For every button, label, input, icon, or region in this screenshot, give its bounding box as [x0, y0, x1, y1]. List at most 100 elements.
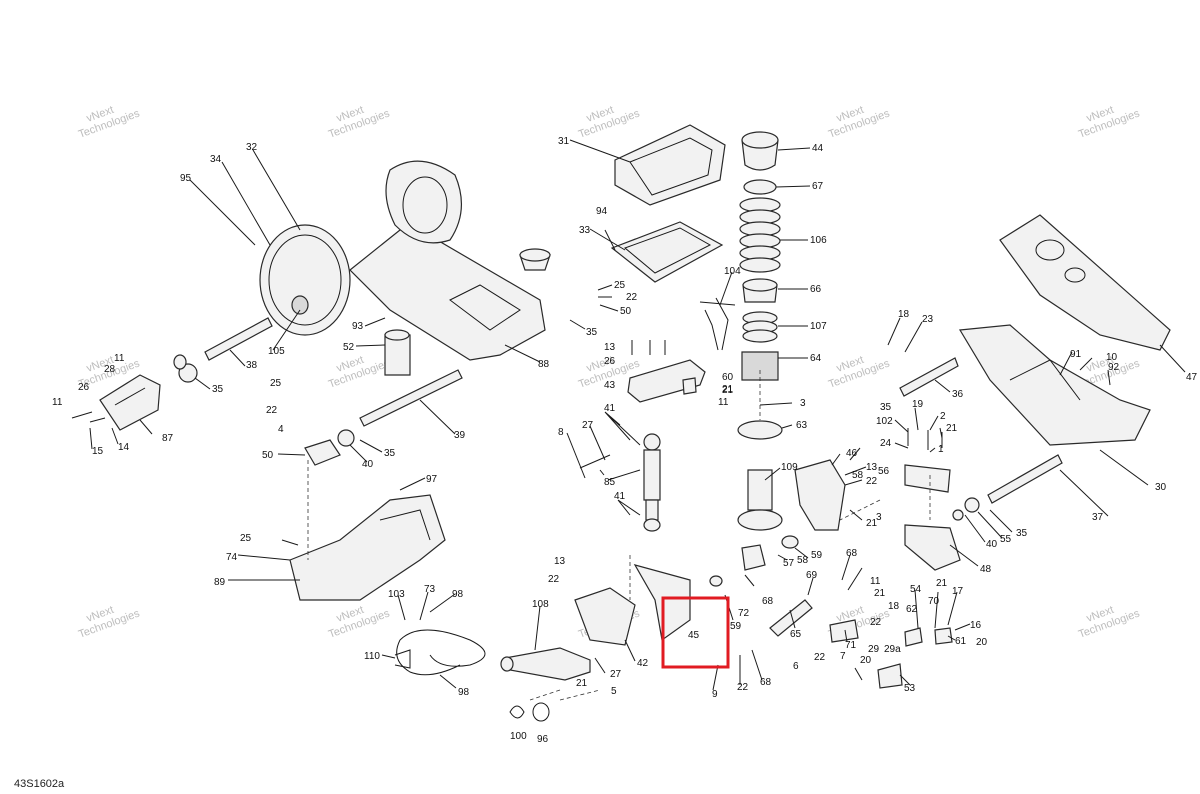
- callout: 41: [604, 403, 616, 414]
- callout: 64: [810, 353, 822, 364]
- callout: 68: [760, 677, 772, 688]
- callout: 66: [810, 284, 822, 295]
- callout: 20: [860, 655, 872, 666]
- callout: 19: [912, 399, 924, 410]
- callout: 70: [928, 596, 940, 607]
- callout: 32: [246, 142, 258, 153]
- callout: 6: [793, 661, 799, 672]
- callout: 27: [582, 420, 594, 431]
- drawing-reference-code: 43S1602a: [14, 778, 65, 790]
- callout: 21: [576, 678, 588, 689]
- callout: 33: [579, 225, 591, 236]
- callout: 61: [955, 636, 967, 647]
- callout: 5: [611, 686, 617, 697]
- callout: 11: [52, 397, 63, 408]
- callout: 65: [790, 629, 802, 640]
- callout: 95: [180, 173, 192, 184]
- callout: 21: [946, 423, 958, 434]
- callout: 11: [114, 353, 125, 364]
- callout: 14: [118, 442, 130, 453]
- callout: 88: [538, 359, 550, 370]
- callout: 22: [866, 476, 878, 487]
- callout: 46: [846, 448, 858, 459]
- callout: 18: [898, 309, 910, 320]
- callout: 22: [737, 682, 749, 693]
- callout: 100: [510, 731, 527, 742]
- assembly-lines: [307, 370, 931, 701]
- callout: 58: [852, 470, 864, 481]
- callout: 8: [558, 427, 564, 438]
- callout: 47: [1186, 372, 1198, 383]
- callout: 85: [604, 477, 616, 488]
- callout: 50: [620, 306, 632, 317]
- callout: 25: [240, 533, 252, 544]
- callout: 7: [840, 651, 846, 662]
- callout: 91: [1070, 349, 1082, 360]
- callout: 4: [278, 424, 284, 435]
- part-30-frame: [958, 324, 1151, 446]
- callout: 35: [880, 402, 892, 413]
- callout: 62: [906, 604, 918, 615]
- callout: 50: [262, 450, 274, 461]
- callout: 40: [986, 539, 998, 550]
- callout: 23: [922, 314, 934, 325]
- callout: 71: [845, 640, 857, 651]
- callout: 73: [424, 584, 436, 595]
- callout: 22: [266, 405, 278, 416]
- callout: 11: [718, 397, 729, 408]
- callout: 105: [268, 346, 285, 357]
- callout: 107: [810, 321, 827, 332]
- callout: 35: [586, 327, 598, 338]
- callout: 13: [554, 556, 566, 567]
- callout: 18: [888, 601, 900, 612]
- callout: 97: [426, 474, 438, 485]
- callout: 63: [796, 420, 808, 431]
- callout: 72: [738, 608, 750, 619]
- callout: 17: [952, 586, 964, 597]
- callout: 98: [458, 687, 470, 698]
- callout: 3: [876, 512, 882, 523]
- part-106-spring: [739, 197, 781, 273]
- callout: 21: [874, 588, 886, 599]
- leader-lines: [89, 139, 1186, 691]
- callout: 98: [452, 589, 464, 600]
- callout: 96: [537, 734, 549, 745]
- callout: 34: [210, 154, 222, 165]
- callout: 13: [604, 342, 616, 353]
- callout: 69: [806, 570, 818, 581]
- callout: 42: [637, 658, 649, 669]
- callout: 2: [940, 411, 946, 422]
- callout: 37: [1092, 512, 1104, 523]
- callout: 25: [614, 280, 626, 291]
- callout: 58: [797, 555, 809, 566]
- callout: 106: [810, 235, 827, 246]
- part-32-housing: [259, 224, 351, 336]
- callout: 45: [688, 630, 700, 641]
- callout: 60: [722, 372, 734, 383]
- callout: 3: [800, 398, 806, 409]
- callout: 38: [246, 360, 258, 371]
- callout: 26: [78, 382, 90, 393]
- callout: 35: [1016, 528, 1028, 539]
- callout: 87: [162, 433, 174, 444]
- callout: 31: [558, 136, 570, 147]
- callout: 22: [814, 652, 826, 663]
- callout: 27: [610, 669, 622, 680]
- callout: 92: [1108, 362, 1120, 373]
- part-103-cable: [396, 629, 486, 676]
- part-47-rail: [999, 214, 1171, 351]
- callout: 89: [214, 577, 226, 588]
- highlight-box: [661, 596, 730, 669]
- callout: 53: [904, 683, 916, 694]
- callout: 1: [938, 444, 944, 455]
- callout: 74: [226, 552, 238, 563]
- callout: 10: [1106, 352, 1118, 363]
- callout: 40: [362, 459, 374, 470]
- callout: 29: [868, 644, 880, 655]
- callout: 9: [712, 689, 718, 700]
- callout: 20: [976, 637, 988, 648]
- callout: 59: [811, 550, 823, 561]
- callout: 21: [866, 518, 878, 529]
- part-39-shaft: [359, 369, 463, 427]
- callout: 35: [384, 448, 396, 459]
